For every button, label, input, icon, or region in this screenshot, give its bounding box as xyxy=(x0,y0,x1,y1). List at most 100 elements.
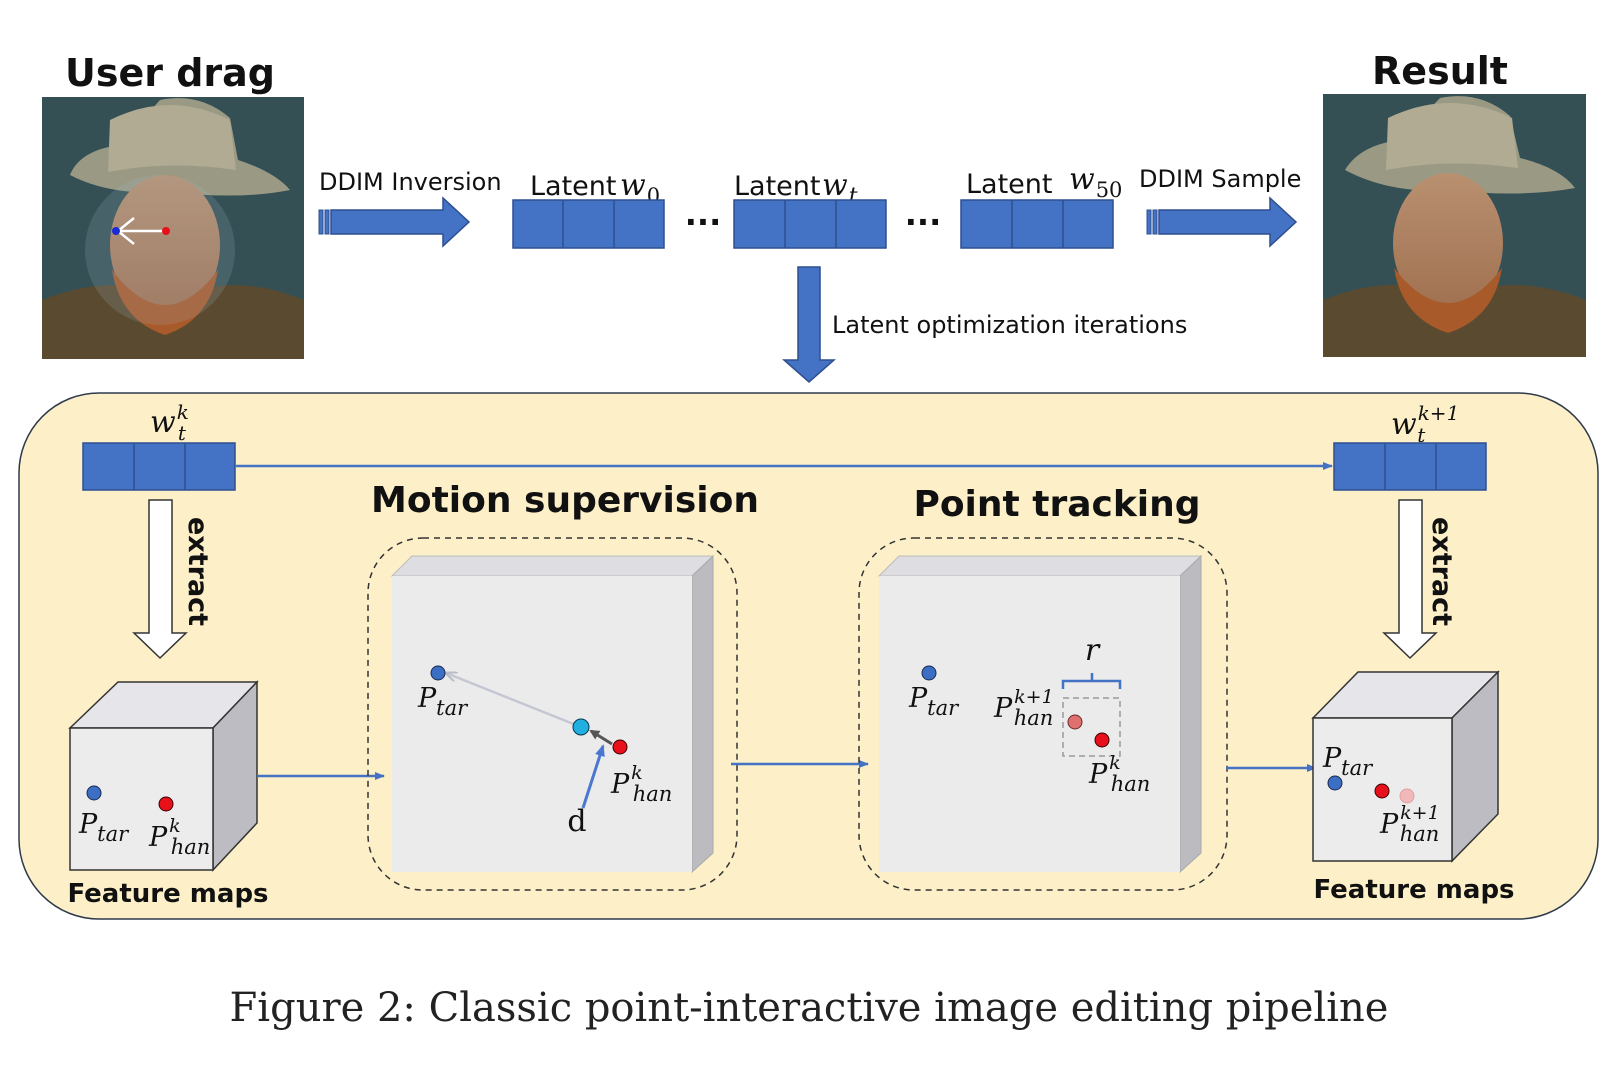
p-han-k1-tracking-sub: han xyxy=(1014,706,1054,730)
latent-optimization-arrow xyxy=(782,266,836,383)
p-han-k-tracking-sub: han xyxy=(1111,772,1151,796)
target-point-left xyxy=(86,785,102,801)
wtk1-block xyxy=(1333,442,1487,491)
wtk1-sym: w xyxy=(1391,407,1417,442)
latent-wt-word: Latent xyxy=(734,171,820,202)
feature-map-cube-left xyxy=(68,680,259,872)
motion-direction-line xyxy=(446,673,582,729)
p-han-motion-sub: han xyxy=(633,782,673,806)
point-tracking-frame xyxy=(858,537,1228,891)
wtk1-sup: k+1 xyxy=(1418,401,1460,425)
feature-maps-label-left: Feature maps xyxy=(67,879,268,909)
p-han-k1-tracking-sup: k+1 xyxy=(1014,686,1054,708)
p-tar-tracking: Ptar xyxy=(908,683,960,720)
handle-point-motion xyxy=(612,739,628,755)
p-han-left-sub: han xyxy=(171,835,211,859)
moved-point-motion xyxy=(572,718,590,736)
target-point-motion xyxy=(430,665,446,681)
target-point-tracking xyxy=(921,665,937,681)
w50-sym: w xyxy=(1069,162,1095,197)
tracking-feature-slab xyxy=(877,554,1203,874)
p-tar-right-sub: tar xyxy=(1341,756,1374,780)
extract-label-left: extract xyxy=(182,517,213,626)
r-label: r xyxy=(1085,633,1101,668)
result-image xyxy=(1323,94,1586,357)
motion-supervision-title: Motion supervision xyxy=(371,480,759,521)
point-tracking-title: Point tracking xyxy=(913,484,1200,525)
search-window xyxy=(1062,697,1121,757)
handle-point-left xyxy=(158,796,174,812)
ddim-sample-arrow xyxy=(1146,196,1298,248)
p-han-left-sym: P xyxy=(148,822,168,853)
handle-point-right xyxy=(1374,783,1390,799)
p-tar-motion-sub: tar xyxy=(436,696,469,720)
p-tar-left: Ptar xyxy=(78,809,130,846)
p-han-k-tracking-sym: P xyxy=(1088,759,1108,790)
p-tar-left-sym: P xyxy=(78,809,98,840)
figure-caption: Figure 2: Classic point-interactive imag… xyxy=(229,985,1389,1031)
latent-w0-block xyxy=(512,199,665,249)
ddim-inversion-label: DDIM Inversion xyxy=(319,168,502,196)
extract-arrow-right xyxy=(1382,499,1438,660)
extract-arrow-left xyxy=(132,499,188,660)
p-han-motion-sym: P xyxy=(610,769,630,800)
wt-sym: w xyxy=(822,168,848,203)
result-title: Result xyxy=(1372,49,1508,93)
p-han-left-sup: k xyxy=(169,815,181,837)
wt-sub: t xyxy=(849,184,858,209)
p-tar-right-sym: P xyxy=(1322,743,1342,774)
p-tar-tracking-sub: tar xyxy=(927,696,960,720)
ddim-inversion-arrow xyxy=(318,196,471,248)
wtk-sym: w xyxy=(150,405,176,440)
ellipsis-2: ... xyxy=(905,195,941,233)
p-tar-tracking-sym: P xyxy=(908,683,928,714)
p-han-right-sub: han xyxy=(1400,822,1440,846)
step-arrow xyxy=(589,729,613,746)
motion-feature-slab xyxy=(390,554,715,874)
wtk-sup: k xyxy=(177,400,189,424)
wtk-block xyxy=(82,442,236,491)
ddim-sample-label: DDIM Sample xyxy=(1139,165,1301,193)
p-tar-left-sub: tar xyxy=(97,822,130,846)
target-point-right xyxy=(1327,775,1343,791)
user-drag-title: User drag xyxy=(65,51,275,95)
user-drag-image xyxy=(42,97,304,359)
d-pointer xyxy=(581,744,605,809)
wtk1-sub: t xyxy=(1417,423,1426,447)
ellipsis-1: ... xyxy=(685,195,721,233)
p-han-right-sym: P xyxy=(1379,809,1399,840)
p-han-motion-sup: k xyxy=(631,762,643,784)
p-han-k-tracking-sup: k xyxy=(1109,752,1121,774)
latent-w50-symbol: w50 xyxy=(1069,162,1122,202)
faded-handle-point-right xyxy=(1399,788,1415,804)
feature-maps-label-right: Feature maps xyxy=(1313,875,1514,905)
w50-sub: 50 xyxy=(1096,178,1123,202)
p-han-right-sup: k+1 xyxy=(1400,802,1440,824)
d-label: d xyxy=(567,804,586,839)
latent-w0-word: Latent xyxy=(530,171,616,202)
latent-optimization-label: Latent optimization iterations xyxy=(832,311,1187,339)
latent-w50-block xyxy=(960,199,1114,249)
wtk-sub: t xyxy=(178,421,187,445)
w0-sym: w xyxy=(620,168,646,203)
updated-handle-point-tracking xyxy=(1067,714,1083,730)
latent-w50-word: Latent xyxy=(966,169,1052,200)
p-tar-right: Ptar xyxy=(1322,743,1374,780)
p-han-k1-tracking-sym: P xyxy=(993,693,1013,724)
latent-wt-symbol: wt xyxy=(822,168,858,209)
p-tar-motion: Ptar xyxy=(417,683,469,720)
r-bracket xyxy=(1061,673,1122,689)
motion-supervision-frame xyxy=(367,537,738,891)
extract-label-right: extract xyxy=(1426,517,1457,626)
latent-wt-block xyxy=(733,199,887,249)
p-tar-motion-sym: P xyxy=(417,683,437,714)
handle-point-tracking xyxy=(1094,732,1110,748)
